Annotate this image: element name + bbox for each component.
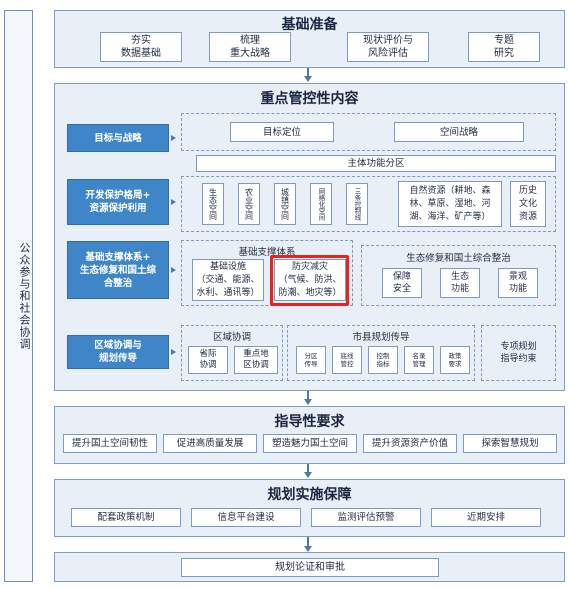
region-coord-title: 区域协调 [212, 332, 251, 343]
ecological-space: 生态空间 [202, 183, 224, 225]
basic-item-assessment: 现状评价与 风险评估 [347, 32, 429, 62]
main-function-zoning: 主体功能分区 [196, 155, 556, 172]
connector [307, 68, 309, 77]
guide-item-resilience: 提升国土空间韧性 [63, 434, 157, 453]
landscape-function: 景观 功能 [498, 268, 538, 298]
region-coordination-box: 区域协调与 规划传导 [67, 335, 169, 369]
special-planning-group: 专项规划 指导约束 [481, 325, 556, 381]
demonstration-approval: 规划论证和审批 [181, 558, 439, 577]
dev-group: 生态空间 农业空间 城镇空间 网络化空间 三条控制线 自然资源（耕地、森 林、草… [181, 176, 556, 232]
goal-strategy-box: 目标与战略 [67, 124, 169, 152]
implementation-section: 规划实施保障 配套政策机制 信息平台建设 监测评估预警 近期安排 [54, 479, 565, 537]
impl-item-short-term: 近期安排 [431, 508, 541, 527]
inter-provincial-coord: 省际 协调 [188, 346, 228, 374]
connector-arrow [304, 399, 312, 405]
connector-arrow [171, 199, 176, 205]
special-planning-guidance: 专项规划 指导约束 [500, 342, 537, 364]
trans-item: 分区 传导 [296, 346, 326, 374]
key-region-coord: 重点地 区协调 [234, 346, 278, 374]
support-system-title: 基础支撑体系 [238, 247, 296, 258]
spatial-strategy: 空间战略 [394, 122, 524, 142]
connector-arrow [304, 76, 312, 82]
guide-item-development: 促进高质量发展 [163, 434, 257, 453]
approval-section: 规划论证和审批 [54, 552, 565, 582]
connector-arrow [304, 546, 312, 552]
eco-restoration-group: 生态修复和国土综合整治 保障 安全 生态 功能 景观 功能 [361, 245, 556, 306]
guidance-section: 指导性要求 提升国土空间韧性 促进高质量发展 塑造魅力国土空间 提升资源资产价值… [54, 406, 565, 464]
basic-item-research: 专题 研究 [468, 32, 540, 62]
guide-item-smart: 探索智慧规划 [463, 434, 557, 453]
region-coord-group: 区域协调 省际 协调 重点地 区协调 [181, 325, 283, 381]
support-system-box: 基础支撑体系+ 生态修复和国土综 合整治 [67, 241, 169, 299]
goal-group: 目标定位 空间战略 [181, 113, 556, 151]
trans-item: 名录 管理 [404, 346, 434, 374]
key-control-section: 重点管控性内容 目标与战略 目标定位 空间战略 主体功能分区 开发保护格局+ 资… [54, 83, 565, 391]
trans-item: 政策 要求 [440, 346, 470, 374]
basic-item-strategy: 梳理 重大战略 [209, 32, 291, 62]
disaster-prevention: 防灾减灾 （气候、防洪、 防潮、地灾等） [274, 259, 346, 301]
network-space: 网络化空间 [310, 183, 332, 225]
eco-function: 生态 功能 [440, 268, 480, 298]
basic-item-data: 夯实 数据基础 [100, 32, 182, 62]
historic-cultural-resources: 历史 文化 资源 [510, 181, 546, 227]
guide-item-charm: 塑造魅力国土空间 [263, 434, 357, 453]
public-participation-label: 公众参与和社会协调 [18, 242, 31, 350]
dev-protection-box: 开发保护格局+ 资源保护利用 [67, 179, 169, 225]
highlight-disaster-prevention [270, 255, 349, 306]
connector-arrow [171, 135, 176, 141]
key-control-title: 重点管控性内容 [260, 91, 359, 107]
county-transmission-title: 市县规划传导 [352, 332, 410, 343]
basic-preparation-section: 基础准备 夯实 数据基础 梳理 重大战略 现状评价与 风险评估 专题 研究 [54, 10, 565, 68]
support-group: 基础支撑体系 基础设施 （交通、能源、 水利、通讯等） 防灾减灾 （气候、防洪、… [181, 240, 353, 306]
guidance-title: 指导性要求 [274, 414, 345, 430]
agricultural-space: 农业空间 [238, 183, 260, 225]
connector [307, 464, 309, 473]
eco-restoration-title: 生态修复和国土综合整治 [406, 253, 511, 264]
impl-item-platform: 信息平台建设 [191, 508, 301, 527]
guide-item-value: 提升资源资产价值 [363, 434, 457, 453]
eco-safety: 保障 安全 [382, 268, 422, 298]
natural-resources: 自然资源（耕地、森 林、草原、湿地、河 湖、海洋、矿产等） [398, 181, 502, 227]
connector [307, 537, 309, 547]
connector-arrow [171, 267, 176, 273]
connector [307, 391, 309, 400]
county-transmission-group: 市县规划传导 分区 传导 底线 管控 控制 指标 名录 管理 政策 要求 [287, 325, 475, 381]
trans-item: 控制 指标 [368, 346, 398, 374]
trans-item: 底线 管控 [332, 346, 362, 374]
basic-preparation-title: 基础准备 [281, 17, 338, 33]
public-participation-column: 公众参与和社会协调 [4, 10, 33, 582]
three-control-lines: 三条控制线 [346, 183, 368, 225]
impl-item-monitoring: 监测评估预警 [311, 508, 421, 527]
urban-space: 城镇空间 [274, 183, 296, 225]
implementation-title: 规划实施保障 [267, 487, 352, 503]
impl-item-policy: 配套政策机制 [71, 508, 181, 527]
connector-arrow [304, 472, 312, 478]
goal-positioning: 目标定位 [230, 122, 334, 142]
connector-arrow [171, 349, 176, 355]
infrastructure: 基础设施 （交通、能源、 水利、通讯等） [192, 259, 264, 301]
